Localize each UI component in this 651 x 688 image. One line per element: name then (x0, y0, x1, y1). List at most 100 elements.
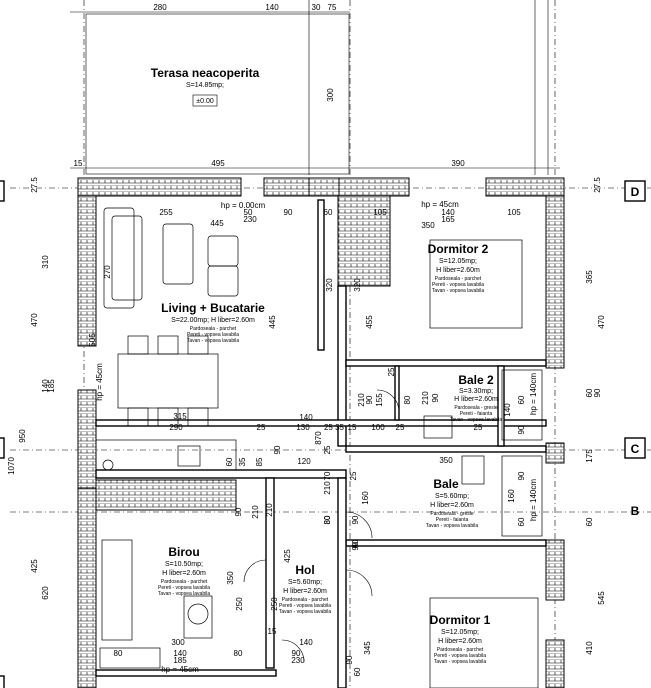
dim: 15 (348, 423, 357, 432)
dim: 175 (585, 449, 594, 463)
room-bale-note: Pardoseala - gresie (430, 511, 474, 517)
room-birou-area: S=10.50mp; (165, 561, 203, 568)
dim: 60 (517, 395, 526, 404)
dim: 300 (326, 88, 335, 102)
dim: 300 (171, 638, 185, 647)
dim: 90 (345, 655, 354, 664)
terrace (70, 11, 560, 175)
dim: 165 (441, 215, 455, 224)
level-bale2-window: hp = 140cm (529, 373, 538, 415)
dim: 620 (41, 586, 50, 600)
room-birou-note: Pardoseala - parchet (161, 579, 208, 585)
dim: 160 (507, 489, 516, 503)
dim: 210 (357, 393, 366, 407)
dim: 230 (243, 215, 257, 224)
axis-markers: D C B (0, 180, 646, 688)
room-bale-area: S=5.60mp; (435, 493, 469, 500)
furniture (95, 207, 543, 688)
dim: 90 (234, 507, 243, 516)
dim: 445 (268, 315, 277, 329)
room-hol: Hol S=5.60mp; H liber=2.60m Pardoseala -… (279, 563, 331, 615)
room-hol-height: H liber=2.60m (283, 588, 327, 595)
dim: 90 (517, 471, 526, 480)
dim: 25 (323, 445, 332, 454)
dim: 140 (265, 3, 279, 12)
dim: 1070 (7, 457, 16, 475)
dim: 90 (292, 649, 301, 658)
room-bale-note: Pereti - faianta (436, 517, 469, 523)
dim: 27.5 (30, 177, 39, 193)
dim: 105 (507, 208, 521, 217)
room-living-note: Pardoseala - parchet (190, 326, 237, 332)
dim: 310 (41, 255, 50, 269)
dim: 105 (373, 208, 387, 217)
dim: 350 (421, 221, 435, 230)
dim: 27.5 (593, 177, 602, 193)
dim: 470 (597, 315, 606, 329)
dim: 410 (585, 641, 594, 655)
dim: 315 (173, 412, 187, 421)
dim: 100 (371, 423, 385, 432)
dim: 140 (173, 649, 187, 658)
level-top: hp = 0.00cm (221, 201, 266, 210)
level-bale-window: hp = 140cm (529, 479, 538, 521)
room-bale-height: H liber=2.60m (430, 502, 474, 509)
dim: 365 (585, 270, 594, 284)
dim: 80 (403, 395, 412, 404)
room-birou-note: Tavan - vopsea lavabila (158, 591, 210, 597)
dim: 25 (257, 423, 266, 432)
dim: 85 (255, 457, 264, 466)
room-hol-note: Pardoseala - parchet (282, 597, 329, 603)
dim: 230 (291, 656, 305, 665)
dim: 155 (375, 393, 384, 407)
dim: 90 (273, 445, 282, 454)
room-birou-name: Birou (168, 545, 199, 559)
room-dormitor1-height: H liber=2.60m (438, 638, 482, 645)
dim: 60 (517, 517, 526, 526)
room-living-name: Living + Bucatarie (161, 301, 265, 315)
dim: 60 (585, 517, 594, 526)
axis-c-label: C (631, 442, 640, 456)
room-living-area: S=22.00mp; H liber=2.60m (171, 317, 255, 324)
dim: 140 (441, 208, 455, 217)
dim: 25 (396, 423, 405, 432)
dim: 60 (353, 667, 362, 676)
dim: 445 (210, 219, 224, 228)
level-dormitor2: hp = 45cm (421, 200, 459, 209)
room-living: Living + Bucatarie S=22.00mp; H liber=2.… (161, 301, 265, 344)
room-hol-note: Tavan - vopsea lavabila (279, 609, 331, 615)
dim: 185 (47, 379, 56, 393)
room-bale2-note: Tavan - vopsea lavabila (450, 417, 502, 423)
exterior-walls (77, 177, 565, 688)
interior-walls (95, 199, 547, 688)
dim: 60 (225, 457, 234, 466)
dim: 80 (114, 649, 123, 658)
dim: 60 (351, 539, 360, 548)
dim: 140 (299, 638, 313, 647)
dim: 455 (365, 315, 374, 329)
room-living-note: Pereti - vopsea lavabila (187, 332, 239, 338)
door-swings (243, 389, 400, 663)
dim: 75 (328, 3, 337, 12)
dim: 90 (351, 541, 360, 550)
room-bale2-area: S=3.30mp; (459, 388, 493, 395)
room-hol-name: Hol (295, 563, 314, 577)
dim: 270 (103, 265, 112, 279)
dim: 90 (517, 425, 526, 434)
axis-b-label: B (631, 504, 640, 518)
dim: 250 (235, 597, 244, 611)
dim: 90 (593, 388, 602, 397)
dim: 130 (296, 423, 310, 432)
dim: 140 (41, 379, 50, 393)
dim: 290 (169, 423, 183, 432)
room-bale2: Bale 2 S=3.30mp; H liber=2.60m Pardoseal… (450, 373, 502, 423)
room-birou-note: Pereti - vopsea lavabila (158, 585, 210, 591)
room-bale2-note: Pereti - faianta (460, 411, 493, 417)
dim: 140 (299, 413, 313, 422)
dim: 950 (18, 429, 27, 443)
room-terasa: Terasa neacoperita S=14.85mp; ±0.00 (151, 66, 260, 107)
dim: 185 (173, 656, 187, 665)
dim: 280 (153, 3, 167, 12)
room-living-note: Tavan - vopsea lavabila (187, 338, 239, 344)
